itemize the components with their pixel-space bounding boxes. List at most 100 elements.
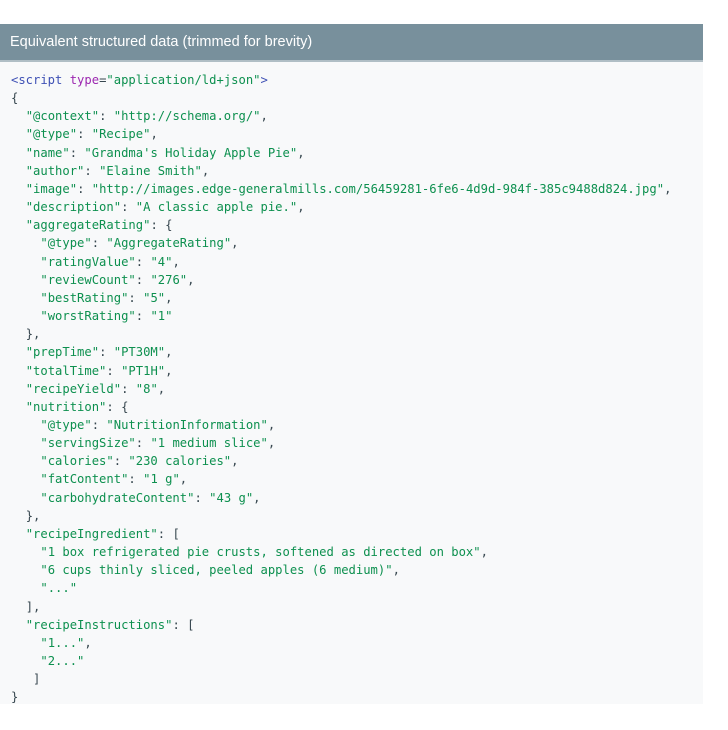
code-panel: Equivalent structured data (trimmed for … <box>0 24 703 704</box>
json-lines: { "@context": "http://schema.org/", "@ty… <box>11 91 671 704</box>
json-punctuation: , <box>201 163 210 178</box>
json-punctuation: [ <box>165 526 180 541</box>
json-punctuation: , <box>179 472 188 487</box>
code-line: "@type": "AggregateRating", <box>40 236 239 251</box>
code-line: { <box>11 91 18 105</box>
code-line: "author": "Elaine Smith", <box>25 163 210 178</box>
code-line: "@context": "http://schema.org/", <box>25 109 268 124</box>
code-line: "totalTime": "PT1H", <box>25 363 173 378</box>
json-key: "bestRating" <box>40 290 129 305</box>
json-key: "prepTime" <box>25 345 100 360</box>
code-line: "prepTime": "PT30M", <box>25 345 173 360</box>
json-key: "fatContent" <box>40 472 129 487</box>
json-value: "1 box refrigerated pie crusts, softened… <box>40 545 481 560</box>
code-line: "@type": "NutritionInformation", <box>40 417 276 432</box>
code-line: "..." <box>11 581 77 595</box>
json-punctuation: , <box>664 181 672 196</box>
json-key: "nutrition" <box>25 399 107 414</box>
json-value: "PT30M" <box>113 345 166 360</box>
json-key: "@type" <box>40 417 92 432</box>
code-line: "fatContent": "1 g", <box>40 472 188 487</box>
json-value: "43 g" <box>209 490 254 505</box>
json-punctuation: , <box>165 345 173 360</box>
json-value: "http://images.edge-generalmills.com/564… <box>91 181 665 196</box>
json-key: "@type" <box>25 127 78 142</box>
code-line: ], <box>11 600 41 614</box>
json-value: "1" <box>150 309 173 324</box>
json-punctuation: , <box>253 490 261 505</box>
code-line: "bestRating": "5", <box>40 290 173 305</box>
json-punctuation: } <box>11 690 19 705</box>
code-line: ] <box>11 672 40 686</box>
code-line: }, <box>11 508 41 523</box>
json-key: "recipeIngredient" <box>25 526 158 541</box>
json-value: "8" <box>135 381 158 396</box>
code-line: "aggregateRating": { <box>25 218 173 233</box>
json-punctuation: , <box>150 127 158 142</box>
json-key: "ratingValue" <box>40 254 136 269</box>
code-line: "description": "A classic apple pie.", <box>25 200 305 215</box>
json-value: "4" <box>150 254 173 269</box>
json-punctuation: , <box>267 417 276 432</box>
json-punctuation: , <box>231 454 239 469</box>
code-line: "nutrition": { <box>25 399 129 414</box>
code-line: "image": "http://images.edge-generalmill… <box>25 181 672 196</box>
code-line: "6 cups thinly sliced, peeled apples (6 … <box>11 563 400 577</box>
json-value: "6 cups thinly sliced, peeled apples (6 … <box>40 563 393 578</box>
json-punctuation: { <box>113 399 129 414</box>
json-punctuation: , <box>267 436 276 451</box>
code-line: "calories": "230 calories", <box>40 454 239 469</box>
json-value: "1 medium slice" <box>150 436 268 451</box>
json-punctuation: ] <box>33 672 41 687</box>
json-punctuation: , <box>172 254 180 269</box>
json-value: "NutritionInformation" <box>106 417 268 432</box>
json-key: "servingSize" <box>40 436 136 451</box>
json-punctuation: , <box>231 236 239 251</box>
code-line: "1...", <box>11 635 91 650</box>
json-value: "276" <box>150 272 188 287</box>
code-line: "worstRating": "1" <box>40 309 173 324</box>
json-key: "recipeInstructions" <box>25 617 173 632</box>
json-key: "worstRating" <box>40 309 136 324</box>
json-value: "Elaine Smith" <box>99 163 202 178</box>
json-punctuation: , <box>297 145 305 160</box>
code-line: "recipeIngredient": [ <box>25 526 180 541</box>
json-punctuation: , <box>157 381 166 396</box>
code-block: <script type="application/ld+json"> { "@… <box>0 62 703 706</box>
json-punctuation: }, <box>25 508 41 523</box>
json-value: "AggregateRating" <box>106 236 232 251</box>
json-value: "PT1H" <box>121 363 166 378</box>
json-value: "230 calories" <box>128 454 232 469</box>
script-open-tag: <script type="application/ld+json"> <box>11 73 268 87</box>
json-key: "aggregateRating" <box>25 218 151 233</box>
code-line: } <box>11 690 18 704</box>
json-punctuation: [ <box>179 617 195 632</box>
panel-title: Equivalent structured data (trimmed for … <box>0 24 703 62</box>
json-value: "1 g" <box>143 472 180 487</box>
json-value: "1..." <box>40 635 85 650</box>
code-line: "reviewCount": "276", <box>40 272 195 287</box>
json-punctuation: , <box>165 290 173 305</box>
code-line: "recipeInstructions": [ <box>25 617 195 632</box>
json-value: "..." <box>40 581 78 596</box>
json-punctuation: , <box>297 200 305 215</box>
code-line: "@type": "Recipe", <box>25 127 158 142</box>
json-key: "carbohydrateContent" <box>40 490 195 505</box>
json-value: "A classic apple pie." <box>135 200 298 215</box>
json-key: "calories" <box>40 454 114 469</box>
code-line: "recipeYield": "8", <box>25 381 166 396</box>
json-value: "Grandma's Holiday Apple Pie" <box>84 145 298 160</box>
code-line: }, <box>11 327 41 342</box>
code-line: "ratingValue": "4", <box>40 254 180 269</box>
json-punctuation: { <box>11 91 19 106</box>
json-key: "@context" <box>25 109 100 124</box>
json-key: "image" <box>25 181 78 196</box>
json-punctuation: , <box>260 109 268 124</box>
json-key: "description" <box>25 200 122 215</box>
json-value: "http://schema.org/" <box>113 109 261 124</box>
json-key: "totalTime" <box>25 363 107 378</box>
code-line: "servingSize": "1 medium slice", <box>40 436 276 451</box>
code-line: "carbohydrateContent": "43 g", <box>40 490 261 505</box>
code-line: "2..." <box>11 654 84 668</box>
json-punctuation: }, <box>25 327 41 342</box>
